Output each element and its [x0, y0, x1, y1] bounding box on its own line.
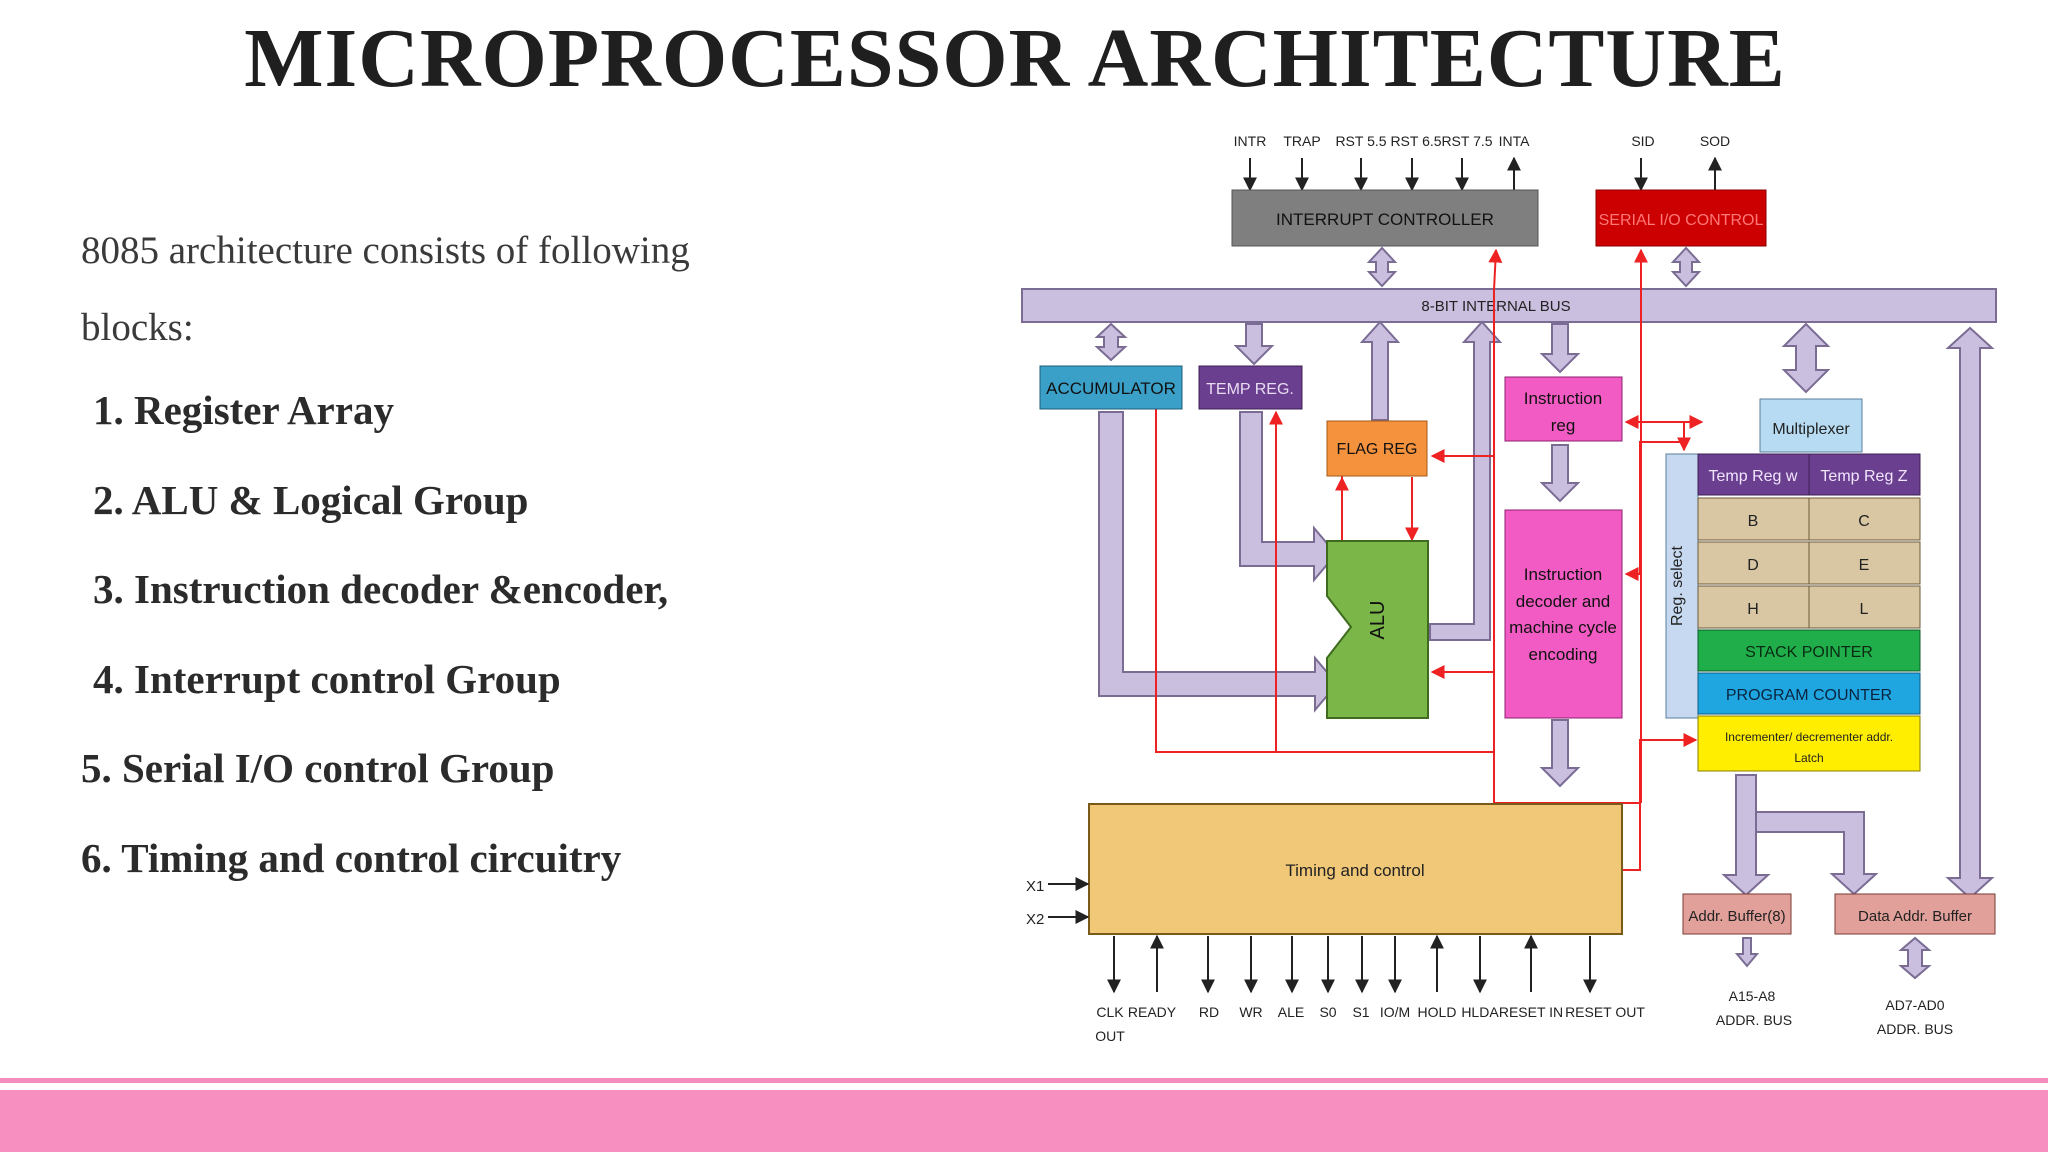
addr-buffer-label: Addr. Buffer(8) — [1688, 908, 1785, 925]
intro-text: 8085 architecture consists of following … — [81, 229, 690, 349]
incrementer-label-2: Latch — [1794, 751, 1823, 765]
x1-label: X1 — [1026, 878, 1044, 895]
pin-rd: RD — [1199, 1004, 1219, 1020]
pin-rst75: RST 7.5 — [1441, 133, 1492, 149]
data-addr-buffer-label: Data Addr. Buffer — [1858, 908, 1972, 925]
instruction-reg-label-1: Instruction — [1524, 389, 1602, 408]
reg-e — [1808, 541, 1921, 585]
pin-iom: IO/M — [1380, 1004, 1410, 1020]
pin-clk: CLK — [1096, 1004, 1124, 1020]
pin-hold: HOLD — [1418, 1004, 1457, 1020]
incrementer-label-1: Incrementer/ decrementer addr. — [1725, 730, 1893, 744]
accumulator-block — [1039, 365, 1183, 410]
footer-band — [0, 1090, 2048, 1152]
timing-control-block — [1088, 803, 1623, 935]
pin-ale: ALE — [1278, 1004, 1304, 1020]
pin-wr: WR — [1239, 1004, 1262, 1020]
pin-s1: S1 — [1352, 1004, 1369, 1020]
instruction-reg-label-2: reg — [1551, 416, 1576, 435]
reg-b — [1697, 497, 1810, 541]
temp-reg-z-label: Temp Reg Z — [1820, 468, 1907, 485]
stack-pointer — [1697, 629, 1921, 672]
reg-select-label: Reg. select — [1669, 545, 1686, 626]
multiplexer-block — [1759, 398, 1863, 453]
list-item: 1. Register Array — [93, 387, 394, 433]
list-item: 4. Interrupt control Group — [93, 655, 561, 702]
data-bus-label-1: AD7-AD0 — [1885, 997, 1944, 1013]
decoder-label-2: decoder and — [1516, 592, 1611, 611]
list-item: 2. ALU & Logical Group — [93, 476, 529, 523]
reg-d-label: D — [1747, 557, 1759, 574]
program-counter-label: PROGRAM COUNTER — [1726, 687, 1892, 704]
clock-input-arrows — [1048, 877, 1090, 924]
timing-control-label: Timing and control — [1285, 861, 1424, 880]
program-counter — [1697, 672, 1921, 715]
serial-io-control — [1595, 189, 1767, 247]
reg-c-label: C — [1858, 513, 1870, 530]
slide-title: MICROPROCESSOR ARCHITECTURE — [244, 12, 1786, 105]
pin-inta: INTA — [1499, 133, 1531, 149]
addr-bus-label-1: A15-A8 — [1729, 988, 1776, 1004]
alu-label: ALU — [1367, 601, 1389, 640]
temp-reg-w — [1697, 453, 1810, 496]
pin-hlda: HLDA — [1461, 1004, 1499, 1020]
list-item: 6. Timing and control circuitry — [81, 834, 622, 881]
x2-label: X2 — [1026, 911, 1044, 928]
stack-pointer-label: STACK POINTER — [1745, 644, 1873, 661]
reg-c — [1808, 497, 1921, 541]
pin-s0: S0 — [1319, 1004, 1336, 1020]
addr-buffer — [1682, 893, 1792, 935]
internal-bus-label: 8-BIT INTERNAL BUS — [1421, 298, 1570, 315]
pin-rst55: RST 5.5 — [1335, 133, 1386, 149]
pin-sid: SID — [1631, 133, 1654, 149]
temp-reg-z — [1808, 453, 1921, 496]
reg-h-label: H — [1747, 601, 1759, 618]
incrementer-latch — [1697, 715, 1921, 772]
pin-labels: INTR TRAP RST 5.5 RST 6.5 RST 7.5 INTA S… — [1095, 133, 1953, 1044]
pin-intr: INTR — [1234, 133, 1267, 149]
decoder-label-1: Instruction — [1524, 565, 1602, 584]
pin-trap: TRAP — [1283, 133, 1320, 149]
interrupt-pin-arrows — [1243, 156, 1722, 192]
reg-select-block — [1665, 453, 1699, 719]
pin-rst65: RST 6.5 — [1390, 133, 1441, 149]
instruction-reg-block — [1504, 376, 1623, 442]
multiplexer-label: Multiplexer — [1772, 421, 1850, 438]
list-item: 3. Instruction decoder &encoder, — [93, 566, 669, 612]
footer-divider — [0, 1078, 2048, 1083]
control-pin-arrows — [1107, 934, 1597, 994]
temp-reg-w-label: Temp Reg w — [1709, 468, 1798, 485]
accumulator-label: ACCUMULATOR — [1046, 379, 1176, 398]
control-signal-lines — [1155, 248, 1704, 871]
data-bus-label-2: ADDR. BUS — [1877, 1021, 1953, 1037]
interrupt-controller — [1231, 189, 1539, 247]
register-array: Temp Reg w Temp Reg Z B C D E H L STACK … — [1697, 453, 1921, 772]
flag-reg-label: FLAG REG — [1337, 441, 1418, 458]
alu-block — [1326, 540, 1429, 719]
list-item: 5. Serial I/O control Group — [81, 745, 555, 791]
decoder-label-4: encoding — [1528, 645, 1597, 664]
serial-io-control-label: SERIAL I/O CONTROL — [1599, 212, 1764, 229]
addr-bus-label-2: ADDR. BUS — [1716, 1012, 1792, 1028]
bus-connector-arrows — [1366, 246, 1702, 288]
block-list: 1. Register Array 2. ALU & Logical Group… — [81, 380, 668, 917]
temp-reg-block — [1198, 365, 1303, 410]
decoder-label-3: machine cycle — [1509, 618, 1617, 637]
pin-reset-out: RESET OUT — [1565, 1004, 1645, 1020]
reg-b-label: B — [1748, 513, 1759, 530]
pin-ready: READY — [1128, 1004, 1177, 1020]
reg-e-label: E — [1859, 557, 1870, 574]
temp-reg-label: TEMP REG. — [1206, 381, 1294, 398]
pin-reset-in: RESET IN — [1499, 1004, 1563, 1020]
reg-l — [1808, 585, 1921, 629]
pin-sod: SOD — [1700, 133, 1730, 149]
instruction-decoder-block — [1504, 509, 1623, 719]
interrupt-controller-label: INTERRUPT CONTROLLER — [1276, 210, 1494, 229]
pin-out: OUT — [1095, 1028, 1125, 1044]
internal-bus — [1021, 288, 1997, 323]
data-addr-buffer — [1834, 893, 1996, 935]
flag-reg-block — [1326, 420, 1428, 477]
reg-l-label: L — [1860, 601, 1869, 618]
